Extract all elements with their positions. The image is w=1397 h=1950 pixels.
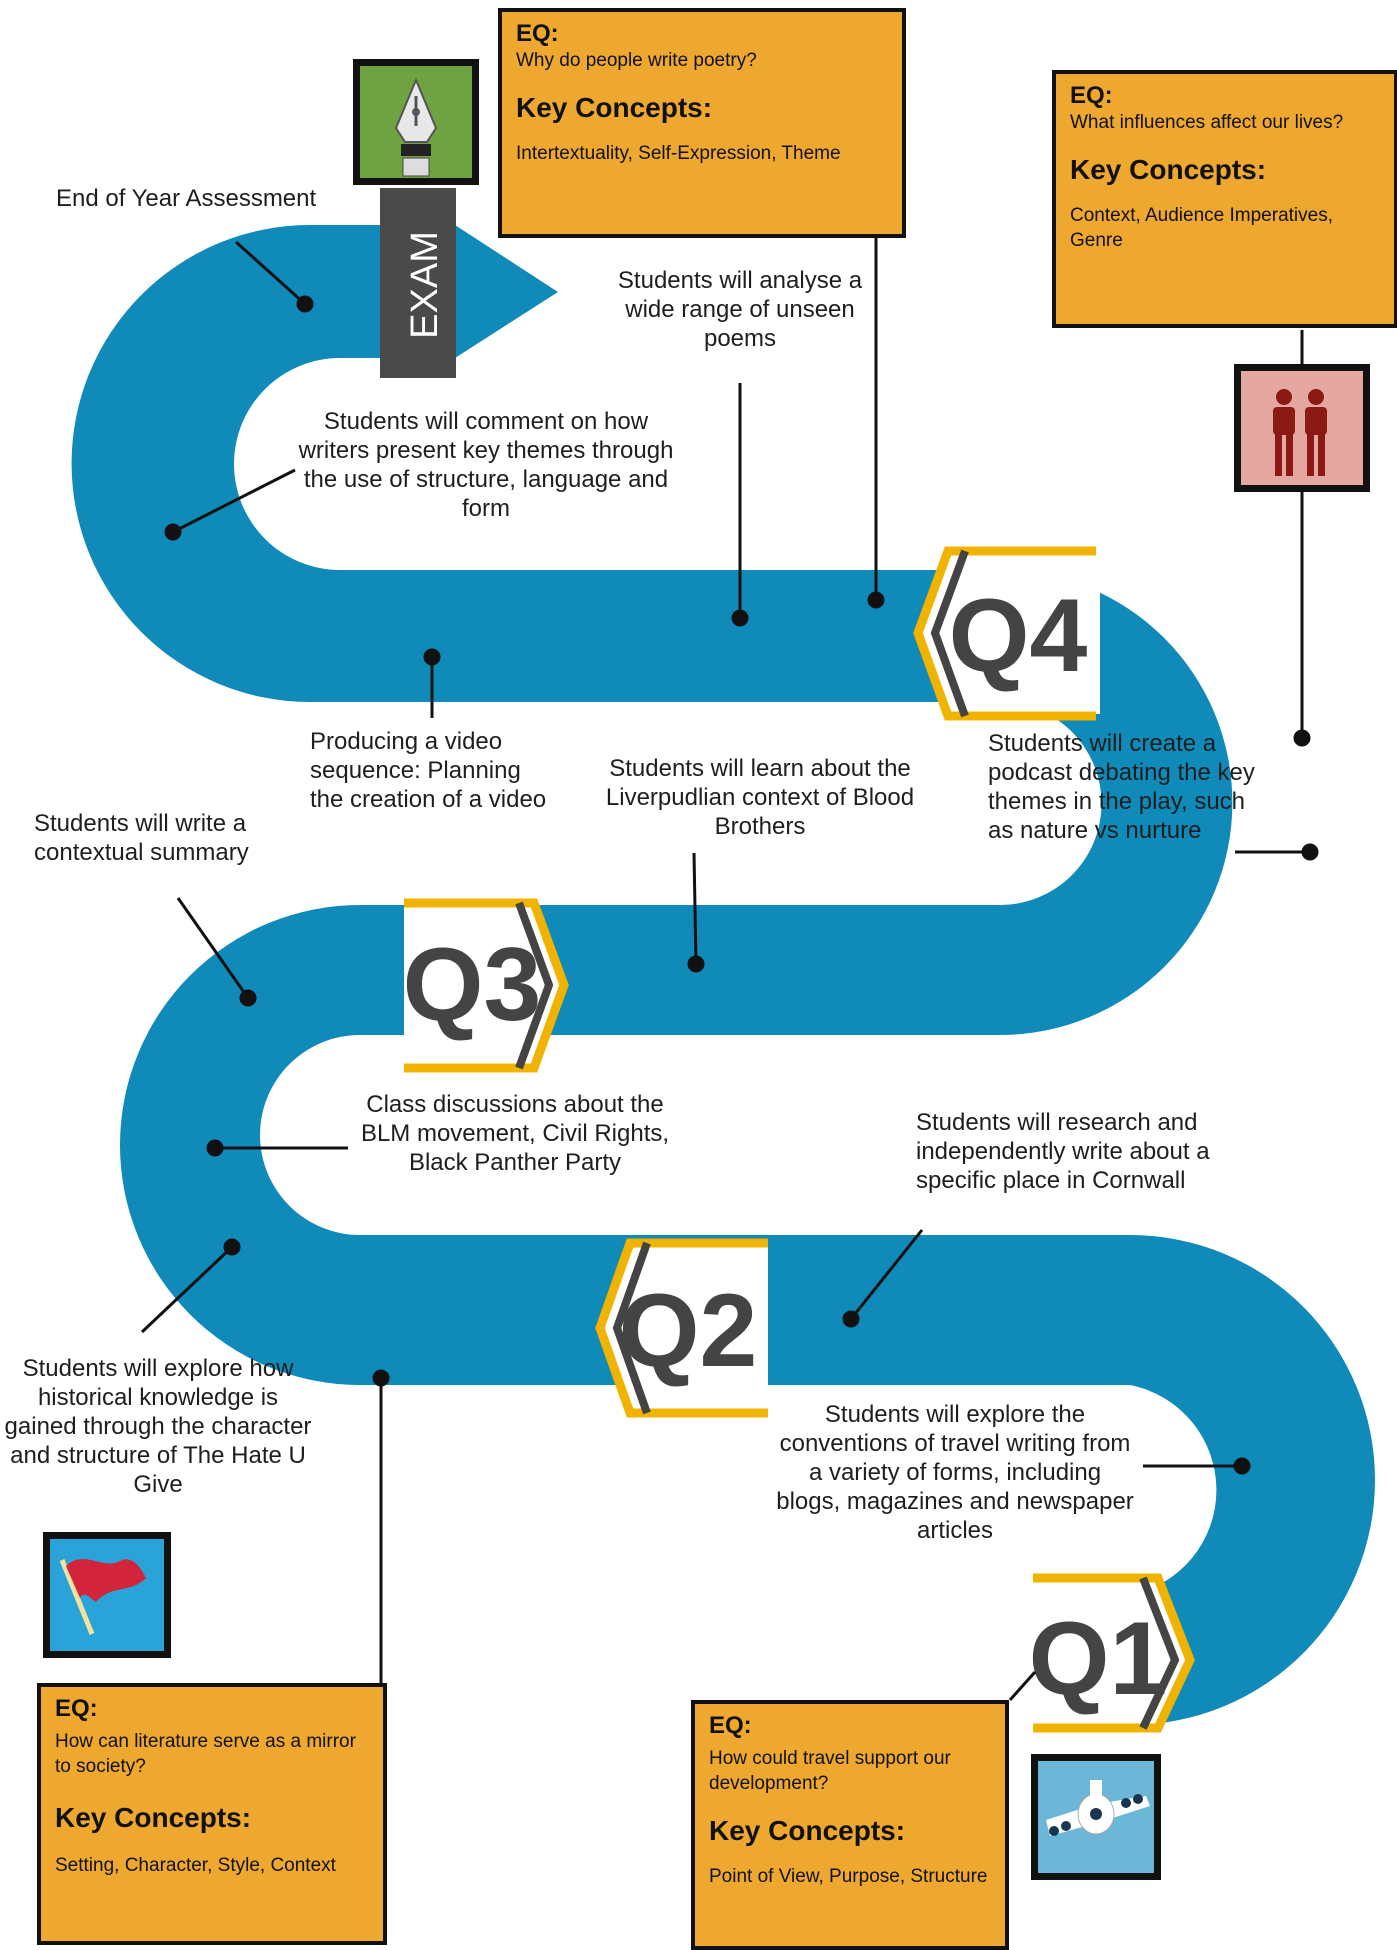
q2-label: Q2 — [619, 1273, 758, 1389]
annotation-travel: Students will explore the conventions of… — [776, 1401, 1134, 1544]
eq-box-right: EQ: What influences affect our lives? Ke… — [1052, 70, 1397, 328]
road-right-bend-lower — [840, 1235, 1375, 1725]
eq-box-top: EQ: Why do people write poetry? Key Conc… — [498, 8, 906, 238]
connector-historical — [140, 1238, 241, 1334]
connector-eq-bottom-mid — [1008, 1671, 1037, 1701]
q4-label: Q4 — [949, 578, 1088, 694]
annotation-comment-themes: Students will comment on how writers pre… — [298, 408, 674, 522]
connector-eq-top — [867, 236, 885, 609]
connector-blm — [206, 1139, 348, 1157]
key-concepts-heading: Key Concepts: — [516, 92, 713, 123]
eq-box-bottom-left: EQ: How can literature serve as a mirror… — [37, 1683, 387, 1945]
annotation-analyse-poems: Students will analyse a wide range of un… — [617, 267, 863, 352]
q3-label: Q3 — [403, 927, 542, 1043]
eq-heading: EQ: — [55, 1695, 98, 1722]
annotation-cornwall: Students will research and independently… — [916, 1109, 1210, 1194]
connector-liverpool — [687, 852, 705, 973]
annotation-blm: Class discussions about the BLM movement… — [360, 1091, 670, 1176]
annotation-historical: Students will explore how historical kno… — [4, 1355, 312, 1498]
connector-cornwall — [842, 1229, 924, 1328]
exam-label: EXAM — [404, 231, 446, 339]
connector-comment-themes — [164, 468, 296, 541]
eq-question: What influences affect our lives? — [1070, 112, 1344, 133]
key-concepts-list: Setting, Character, Style, Context — [55, 1855, 336, 1876]
key-concepts-heading: Key Concepts: — [709, 1815, 906, 1846]
quarter-marker-q1: Q1 — [1029, 1573, 1195, 1733]
eq-heading: EQ: — [516, 20, 559, 47]
winding-road — [71, 225, 1375, 1725]
eq-box-bottom-mid: EQ: How could travel support our develop… — [691, 1700, 1009, 1950]
connector-eq-bottom-left — [372, 1369, 390, 1683]
quarter-marker-q4: Q4 — [913, 546, 1100, 721]
connector-analyse-poems — [731, 383, 749, 627]
annotation-podcast: Students will create a podcast debating … — [988, 730, 1255, 844]
connector-video — [423, 648, 441, 718]
annotation-end-of-year: End of Year Assessment — [56, 185, 317, 212]
eq-heading: EQ: — [709, 1712, 752, 1739]
connector-eq-right — [1293, 330, 1311, 747]
key-concepts-heading: Key Concepts: — [55, 1802, 252, 1833]
connector-end-of-year — [234, 240, 314, 313]
pen-nib-icon — [353, 59, 479, 185]
annotation-contextual-summary: Students will write a contextual summary — [34, 810, 249, 866]
q1-label: Q1 — [1029, 1601, 1168, 1717]
key-concepts-heading: Key Concepts: — [1070, 154, 1267, 185]
quarter-marker-q3: Q3 — [403, 898, 569, 1073]
exam-block: EXAM — [380, 188, 456, 378]
people-icon — [1234, 364, 1370, 492]
annotation-liverpool: Students will learn about the Liverpudli… — [605, 755, 915, 840]
eq-question: How could travel support our development… — [709, 1748, 951, 1794]
flag-icon — [43, 1532, 171, 1658]
airplane-icon — [1031, 1754, 1161, 1880]
eq-heading: EQ: — [1070, 82, 1113, 109]
road-top-bend — [71, 225, 1000, 702]
connectors — [140, 236, 1319, 1701]
connector-travel — [1143, 1457, 1251, 1475]
eq-question: How can literature serve as a mirror to … — [55, 1731, 356, 1777]
connector-contextual — [176, 897, 257, 1007]
key-concepts-list: Point of View, Purpose, Structure — [709, 1866, 988, 1887]
eq-question: Why do people write poetry? — [516, 50, 757, 71]
quarter-marker-q2: Q2 — [595, 1238, 768, 1418]
key-concepts-list: Intertextuality, Self-Expression, Theme — [516, 143, 841, 164]
annotation-video: Producing a video sequence: Planning the… — [310, 728, 547, 813]
key-concepts-list: Context, Audience Imperatives, Genre — [1070, 205, 1333, 251]
connector-podcast — [1235, 843, 1319, 861]
